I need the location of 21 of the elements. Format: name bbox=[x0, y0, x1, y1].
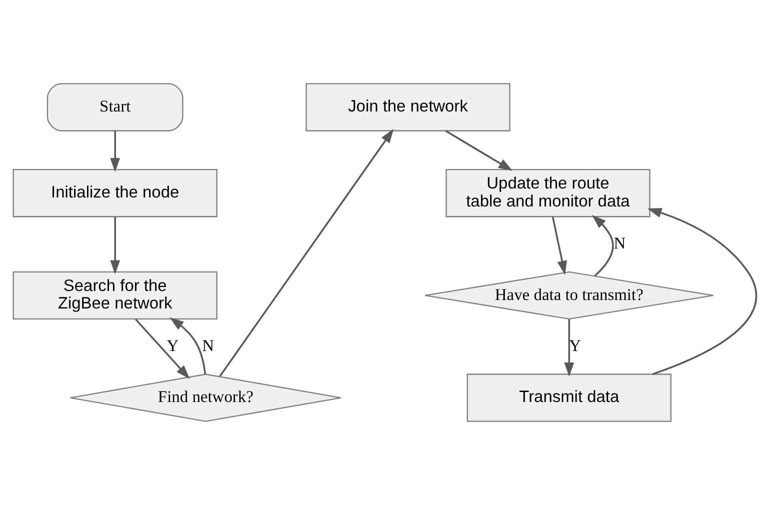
edge-label: N bbox=[614, 234, 626, 253]
node-diamond: Have data to transmit? bbox=[424, 271, 714, 320]
node-box: Initialize the node bbox=[12, 168, 218, 218]
arrow bbox=[135, 318, 190, 379]
edge-label: N bbox=[202, 336, 214, 355]
arrow bbox=[592, 214, 614, 277]
edge-label: Y bbox=[166, 336, 179, 355]
arrow bbox=[564, 319, 574, 377]
node-box: Search for the ZigBee network bbox=[12, 271, 218, 320]
node-box: Transmit data bbox=[466, 374, 672, 422]
node-box: Join the network bbox=[306, 83, 510, 132]
arrow bbox=[552, 216, 567, 275]
node-box: Start bbox=[46, 83, 184, 132]
arrow bbox=[445, 130, 513, 171]
arrow bbox=[170, 317, 206, 374]
arrow bbox=[110, 130, 120, 172]
arrow bbox=[219, 128, 394, 377]
arrow bbox=[647, 208, 757, 375]
node-box: Update the route table and monitor data bbox=[446, 168, 650, 218]
arrow bbox=[110, 216, 120, 274]
node-diamond: Find network? bbox=[70, 374, 342, 422]
